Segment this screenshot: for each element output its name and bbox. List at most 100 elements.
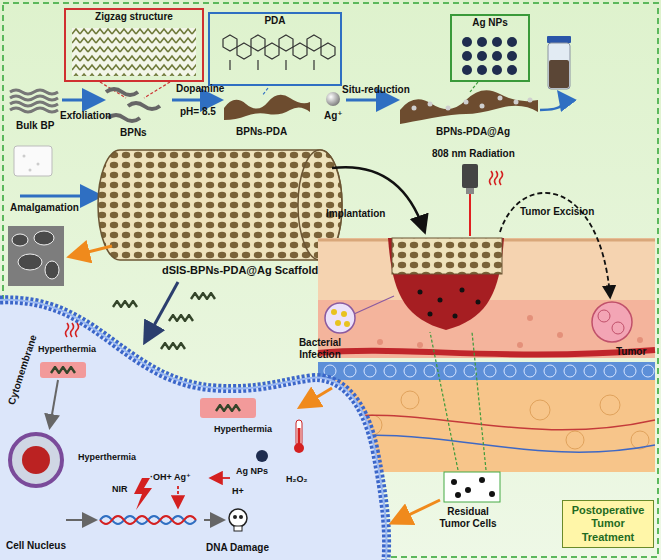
- pda-structure-part: [262, 88, 268, 96]
- ag-ion: [326, 92, 340, 106]
- cell-contents-part: [40, 362, 86, 378]
- tissue-part: [318, 350, 655, 354]
- bpn-fragments: [113, 293, 215, 349]
- ion-label: Ag⁺: [324, 110, 343, 122]
- scaffold-part: [98, 150, 342, 260]
- residual-cells-part: [430, 332, 486, 470]
- chemistry-label: H+: [232, 486, 244, 496]
- cell-contents-part: [50, 380, 58, 426]
- tissue-part-part: [476, 300, 481, 305]
- ag-np-grid-part: [462, 37, 472, 47]
- tumor: [592, 302, 632, 342]
- tissue-part: [388, 238, 504, 330]
- particle-label: Ag NPs: [236, 466, 268, 476]
- vial-part: [547, 36, 571, 43]
- sponge: [14, 146, 52, 176]
- cell-contents-part: [177, 486, 179, 506]
- cell-contents-part: [294, 443, 304, 453]
- box-title: Zigzag structure: [66, 10, 202, 24]
- tissue-part-part: [428, 312, 433, 317]
- tissue-part-part: [404, 365, 416, 377]
- sem-arrow: [72, 246, 112, 256]
- ag-np-grid-part: [477, 51, 487, 61]
- pda-structure: [223, 35, 335, 96]
- process-label: Situ-reduction: [342, 84, 410, 96]
- residual-cells: [430, 332, 500, 502]
- ag-np-grid-part: [477, 65, 487, 75]
- vial-part: [540, 94, 563, 110]
- tissue-part-part: [484, 365, 496, 377]
- tissue-part-part: [517, 342, 523, 348]
- bpns-pda-ag-sheet-part-part: [498, 96, 503, 101]
- bpns: [106, 89, 160, 121]
- box-title: PDA: [210, 14, 340, 28]
- cell-contents-part: [216, 405, 240, 411]
- cell-contents-part: [200, 398, 256, 418]
- tissue-part-part: [418, 290, 423, 295]
- nucleus-label: Cell Nucleus: [6, 540, 66, 552]
- ag-np-grid-part: [507, 65, 517, 75]
- radiation-label: NIR: [112, 484, 128, 494]
- pda-structure-part: [230, 60, 314, 70]
- residual-cells-part-part: [479, 477, 485, 483]
- sem-image-part: [45, 261, 59, 279]
- process-label: Implantation: [326, 208, 385, 220]
- pda-structure-part: [293, 43, 307, 59]
- vial-part: [548, 43, 570, 89]
- ag-np-grid-part: [462, 51, 472, 61]
- tissue-part-part: [424, 365, 436, 377]
- tumor-label: Tumor: [616, 346, 646, 358]
- bpns-pda-ag-sheet-part: [400, 90, 538, 124]
- reduction-arrow: [346, 99, 394, 102]
- tissue-part: [318, 300, 655, 358]
- bacteria-part-part: [335, 320, 341, 326]
- process-label: Tumor Excision: [520, 206, 594, 218]
- tumor-part: [592, 302, 632, 342]
- process-label: Dopamine: [176, 83, 224, 95]
- tissue-part: [392, 238, 502, 274]
- residual-cells-part: [451, 477, 495, 498]
- bpns-pda-ag-sheet-part-part: [446, 106, 451, 111]
- cell-contents-part: [66, 519, 94, 521]
- stage-label: BPNs-PDA@Ag: [436, 126, 510, 138]
- cell-contents-part: [10, 434, 62, 486]
- pda-structure-part: [279, 35, 293, 51]
- vial: [540, 36, 571, 110]
- cell-contents-part: [229, 509, 247, 527]
- residual-to-cell-arrow: [394, 500, 440, 522]
- stage-label: Bulk BP: [16, 120, 54, 132]
- laser-part: [462, 164, 478, 188]
- inset-box: Zigzag structure: [64, 8, 204, 82]
- residual-cells-part-part: [489, 491, 495, 497]
- pda-structure-part: [237, 43, 251, 59]
- bpns-pda-ag-sheet-part-part: [412, 106, 417, 111]
- tissue-part-part: [504, 365, 516, 377]
- process-label: pH= 8.5: [180, 106, 216, 118]
- bpn-fragments-part: [161, 343, 185, 349]
- residual-cells-part-part: [465, 487, 471, 493]
- bulk-bp-part: [10, 96, 58, 100]
- cell-contents-part: [66, 323, 79, 337]
- cell-part: [0, 300, 387, 560]
- tissue-part-part: [377, 339, 383, 345]
- cell-contents-part: [212, 477, 230, 479]
- bpn-fragments-part: [113, 301, 137, 307]
- laser-label: 808 nm Radiation: [432, 148, 515, 160]
- bpns-part: [106, 89, 138, 95]
- bpns-part: [128, 103, 160, 109]
- zigzag-inset-part: [100, 82, 170, 98]
- exfoliation-arrow: [62, 99, 100, 102]
- cell-contents-part: [204, 519, 222, 521]
- bacteria-part: [325, 303, 355, 333]
- bpns-pda-ag-sheet-part: [412, 96, 533, 111]
- bacteria-part-part: [341, 311, 347, 317]
- scaffold: [98, 150, 342, 260]
- bpns-pda-ag-sheet-part-part: [428, 102, 433, 107]
- scaffold-label: dSIS-BPNs-PDA@Ag Scaffold: [162, 264, 318, 277]
- tissue-part-part: [453, 314, 458, 319]
- cell-contents-part: [51, 367, 75, 373]
- tissue-part-part: [438, 298, 443, 303]
- tissue-part-part: [524, 365, 536, 377]
- cell-contents-part: [298, 428, 301, 444]
